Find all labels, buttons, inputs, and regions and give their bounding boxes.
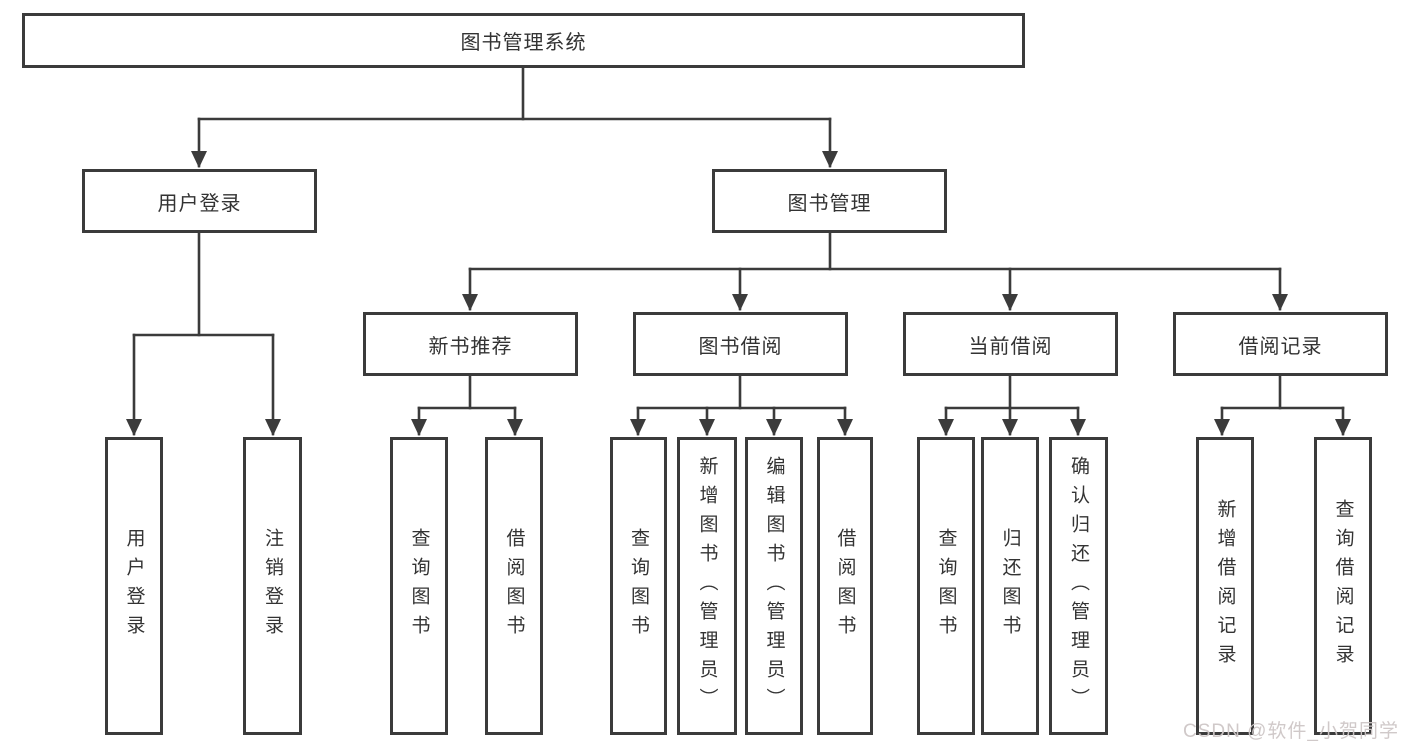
leaf-label: 编辑图书（管理员） (763, 455, 785, 717)
leaf-borrowing-query-books: 查询图书 (610, 437, 667, 735)
leaf-label: 查询图书 (935, 528, 957, 644)
node-borrowing-records: 借阅记录 (1173, 312, 1388, 376)
leaf-query-borrow-record: 查询借阅记录 (1314, 437, 1372, 735)
csdn-watermark: CSDN @软件_小贺同学 (1183, 721, 1399, 742)
leaf-recommend-borrow-books: 借阅图书 (485, 437, 543, 735)
leaf-label: 查询借阅记录 (1332, 499, 1354, 673)
leaf-add-borrow-record: 新增借阅记录 (1196, 437, 1254, 735)
leaf-logout: 注销登录 (243, 437, 302, 735)
leaf-label: 借阅图书 (503, 528, 525, 644)
leaf-label: 用户登录 (123, 528, 145, 644)
leaf-label: 归还图书 (999, 528, 1021, 644)
leaf-add-book-admin: 新增图书（管理员） (677, 437, 737, 735)
node-current-borrowing: 当前借阅 (903, 312, 1118, 376)
leaf-borrowing-borrow-books: 借阅图书 (817, 437, 873, 735)
leaf-label: 查询图书 (408, 528, 430, 644)
leaf-confirm-return-admin: 确认归还（管理员） (1049, 437, 1108, 735)
leaf-return-books: 归还图书 (981, 437, 1039, 735)
leaf-label: 新增图书（管理员） (696, 455, 718, 717)
node-new-book-recommendation: 新书推荐 (363, 312, 578, 376)
node-root-system: 图书管理系统 (22, 13, 1025, 68)
leaf-label: 注销登录 (262, 528, 283, 644)
node-book-borrowing: 图书借阅 (633, 312, 848, 376)
leaf-label: 确认归还（管理员） (1068, 455, 1089, 717)
leaf-recommend-query-books: 查询图书 (390, 437, 448, 735)
node-user-login: 用户登录 (82, 169, 317, 233)
leaf-label: 新增借阅记录 (1214, 499, 1236, 673)
leaf-label: 查询图书 (628, 528, 649, 644)
node-book-management: 图书管理 (712, 169, 947, 233)
leaf-current-query-books: 查询图书 (917, 437, 975, 735)
leaf-label: 借阅图书 (834, 528, 856, 644)
leaf-edit-book-admin: 编辑图书（管理员） (745, 437, 803, 735)
leaf-user-login: 用户登录 (105, 437, 163, 735)
